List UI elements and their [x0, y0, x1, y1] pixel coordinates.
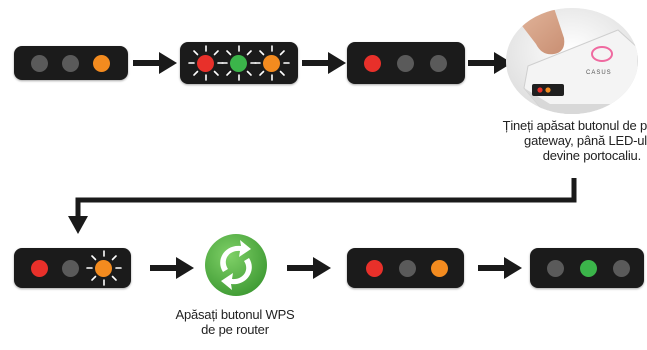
led-panel-step-3	[347, 42, 465, 84]
led-orange	[263, 54, 280, 72]
led-off	[62, 259, 79, 277]
led-off	[31, 54, 48, 72]
led-red	[197, 54, 214, 72]
led-panel-step-2	[180, 42, 298, 84]
caption-line: Țineți apăsat butonul de p	[502, 118, 647, 133]
blink-rays-icon	[221, 45, 257, 81]
caption-line: gateway, până LED-ul	[524, 133, 647, 148]
led-panel-step-5	[347, 248, 464, 288]
led-panel-step-1	[14, 46, 128, 80]
led-off	[547, 259, 564, 277]
led-off	[397, 54, 414, 72]
wps-icon	[205, 234, 267, 296]
led-green	[230, 54, 247, 72]
led-orange	[431, 259, 448, 277]
led-off	[399, 259, 416, 277]
led-panel-step-4	[14, 248, 131, 288]
gateway-button-press-photo: CASUS	[506, 8, 638, 114]
caption-line: devine portocaliu.	[542, 148, 642, 163]
led-red	[364, 54, 381, 72]
led-orange	[93, 54, 110, 72]
wps-instruction-caption: Apăsați butonul WPS de pe router	[160, 307, 310, 337]
arrow-right-icon	[478, 257, 522, 279]
led-green	[580, 259, 597, 277]
led-red	[366, 259, 383, 277]
blink-rays-icon	[188, 45, 224, 81]
blink-rays-icon	[254, 45, 290, 81]
led-panel-step-6	[530, 248, 644, 288]
led-off	[613, 259, 630, 277]
connector-arrow-icon	[68, 178, 577, 234]
arrow-right-icon	[287, 257, 331, 279]
arrow-right-icon	[133, 52, 177, 74]
arrow-right-icon	[468, 52, 512, 74]
led-orange	[95, 259, 112, 277]
caption-line: Apăsați butonul WPS	[175, 307, 295, 322]
led-red	[31, 259, 48, 277]
blink-rays-icon	[86, 250, 122, 286]
caption-line: de pe router	[201, 322, 269, 337]
arrow-right-icon	[302, 52, 346, 74]
arrow-right-icon	[150, 257, 194, 279]
brand-label: CASUS	[586, 70, 612, 76]
gateway-instruction-caption: Țineți apăsat butonul de p gateway, până…	[430, 118, 647, 163]
led-off	[62, 54, 79, 72]
led-off	[430, 54, 447, 72]
